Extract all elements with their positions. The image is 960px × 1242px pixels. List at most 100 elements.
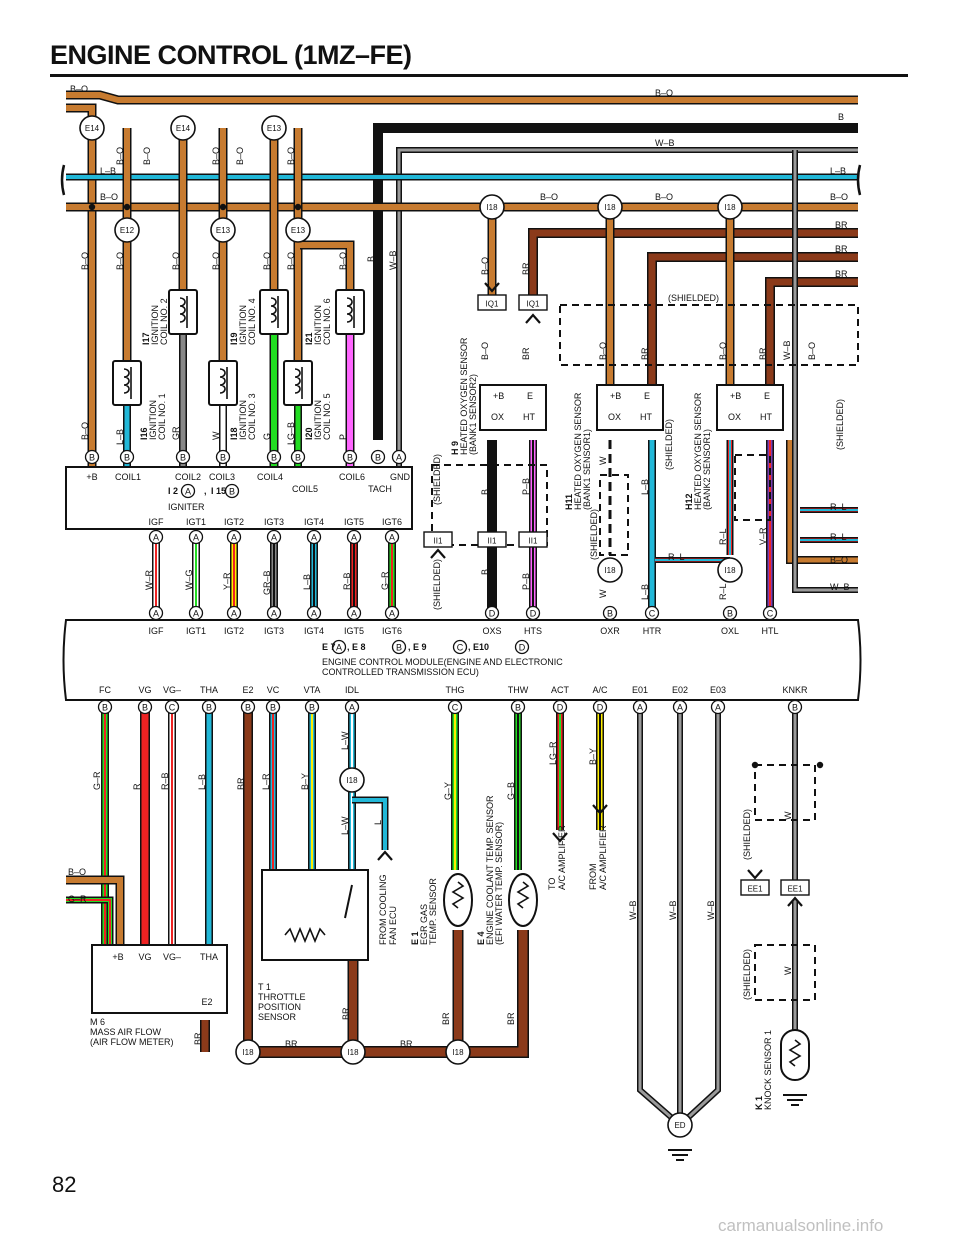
- coolant-temp-sensor-body: [508, 873, 538, 927]
- ecm-bottom-pin-5-letter: B: [245, 703, 251, 713]
- vlabel-gr: GR: [171, 426, 181, 440]
- ecm-bottom-pin-8-letter: A: [349, 703, 355, 713]
- label-line: THROTTLE: [258, 992, 306, 1002]
- label-line: FAN ECU: [388, 906, 398, 945]
- connector-i18-oxr-code: I18: [604, 566, 616, 575]
- ignition-coil-2-frame: [168, 289, 198, 335]
- ecm-term-top-1: IGT1: [186, 626, 206, 636]
- igniter-top-pin-6: [290, 449, 306, 465]
- vlabel-bo-h12: B–O: [718, 342, 728, 360]
- vlabel-br-h11: BR: [640, 347, 650, 360]
- vlabel-knock-w2: W: [783, 966, 793, 975]
- label-line: IGNITION: [238, 305, 248, 345]
- label-line: EGR GAS: [419, 904, 429, 945]
- ecm-term-bottom-14: E03: [710, 685, 726, 695]
- ecm-term-bottom-5: VC: [267, 685, 280, 695]
- label-lb-left: L–B: [100, 166, 116, 176]
- chevron-to-ac: [552, 832, 568, 843]
- ecm-sensor-pin-3-letter: B: [607, 609, 613, 619]
- label-bo-maf: B–O: [68, 867, 86, 877]
- igniter-term-bottom-3: IGT3: [264, 517, 284, 527]
- connector-e12-code: E12: [120, 226, 135, 235]
- label-line: (AIR FLOW METER): [90, 1037, 174, 1047]
- ecm-bottom-pin-12-letter: D: [597, 703, 604, 713]
- vlabel-bo-4: B–O: [115, 252, 125, 270]
- ecm-igt-pin-4: [266, 605, 282, 621]
- oxs-h9-pb: +B: [493, 391, 504, 401]
- ignition-coil-3-frame: [208, 360, 238, 406]
- vlabel-vr: V–R: [758, 527, 768, 545]
- label-wb-right: W–B: [830, 582, 850, 592]
- igniter-term-bottom-2: IGT2: [224, 517, 244, 527]
- wire-br-1: [529, 229, 858, 300]
- igniter-term-top-3: COIL3: [209, 472, 235, 482]
- ecm-bottom-pin-12: [592, 699, 608, 715]
- ecm-bottom-pin-11: [552, 699, 568, 715]
- ecm-sensor-pin-3: [602, 605, 618, 621]
- comp-k1-name: KNOCK SENSOR 1: [763, 1030, 773, 1110]
- label-line: IGNITION: [313, 305, 323, 345]
- shield-h11: [599, 474, 629, 556]
- comp-i16-id: I16: [139, 427, 149, 440]
- vlabel-bo-1: B–O: [80, 252, 90, 270]
- connector-ii1-a: [423, 531, 453, 548]
- vlabel-gr2: G–R: [380, 571, 390, 590]
- ecm-bottom-pin-3: [164, 699, 180, 715]
- ecm-bottom-pin-4: [201, 699, 217, 715]
- maf-term-e2: E2: [201, 997, 212, 1007]
- break-mark-left: [60, 164, 66, 196]
- comp-i21-id: I21: [304, 332, 314, 345]
- ecm-igt-pin-1-letter: A: [153, 609, 159, 619]
- ecm-ref-b-letter: B: [396, 643, 402, 653]
- ecm-igt-pin-2: [188, 605, 204, 621]
- connector-ee1-b-code: EE1: [787, 885, 803, 894]
- junction-dot-1: [219, 203, 227, 211]
- ecm-bottom-pin-14: [672, 699, 688, 715]
- igniter-bottom-pin-1: [148, 529, 164, 545]
- ecm-ref-e10: , E10: [468, 642, 489, 652]
- igniter-ref-a: [180, 483, 196, 499]
- igniter-term-top-0: +B: [86, 472, 97, 482]
- comp-i16-name: IGNITIONCOIL NO. 1: [148, 393, 167, 440]
- ecm-term-top-8: HTS: [524, 626, 542, 636]
- label-line: IGNITION: [150, 305, 160, 345]
- igniter-top-pin-3-letter: B: [180, 453, 186, 463]
- ecm-igt-pin-3-letter: A: [231, 609, 237, 619]
- wire-wb-e01: [638, 712, 681, 1127]
- ecm-term-bottom-10: ACT: [551, 685, 570, 695]
- vlabel-bo-10: B–O: [262, 252, 272, 270]
- wire-br-1-outline: [528, 228, 858, 300]
- ecm-sensor-pin-4: [644, 605, 660, 621]
- ecm-igt-pin-4-letter: A: [271, 609, 277, 619]
- ecm-sensor-pin-5: [722, 605, 738, 621]
- label-line: HEATED OXYGEN SENSOR: [573, 392, 583, 510]
- ignition-coil-6-frame: [335, 289, 365, 335]
- connector-i18-h12: [717, 194, 743, 220]
- label-gr-maf: G–R: [68, 894, 87, 904]
- ignition-coil-5-winding: [294, 368, 301, 394]
- wire-br-3: [766, 278, 858, 385]
- ecm-ref-e9: , E 9: [408, 642, 427, 652]
- vlabel-vgm: R–B: [160, 772, 170, 790]
- ecm-bottom-pin-4-letter: B: [206, 703, 212, 713]
- comp-e1-id: E 1: [410, 931, 420, 945]
- connector-i18-br1-code: I18: [242, 1048, 254, 1057]
- ecm-bottom-pin-3-letter: C: [169, 703, 176, 713]
- chevron-from-ac: [592, 804, 608, 815]
- wire-l-fan: [352, 798, 387, 850]
- ecm-term-bottom-6: VTA: [304, 685, 321, 695]
- label-line: COIL NO. 2: [159, 298, 169, 345]
- throttle-position-sensor-box: [261, 869, 369, 961]
- label-line: IGNITION: [313, 400, 323, 440]
- connector-e14-1: [79, 115, 105, 141]
- chevron-ee1-a: [747, 869, 763, 880]
- ecm-term-top-2: IGT2: [224, 626, 244, 636]
- vlabel-br-thw: BR: [506, 1012, 516, 1025]
- igniter-bottom-pin-4-letter: A: [271, 533, 277, 543]
- vlabel-bo-3: B–O: [115, 147, 125, 165]
- igniter-ref-a-letter: A: [185, 487, 191, 497]
- igniter-bottom-pin-4: [266, 529, 282, 545]
- ecm-igt-pin-5: [306, 605, 322, 621]
- igniter-bottom-pin-3: [226, 529, 242, 545]
